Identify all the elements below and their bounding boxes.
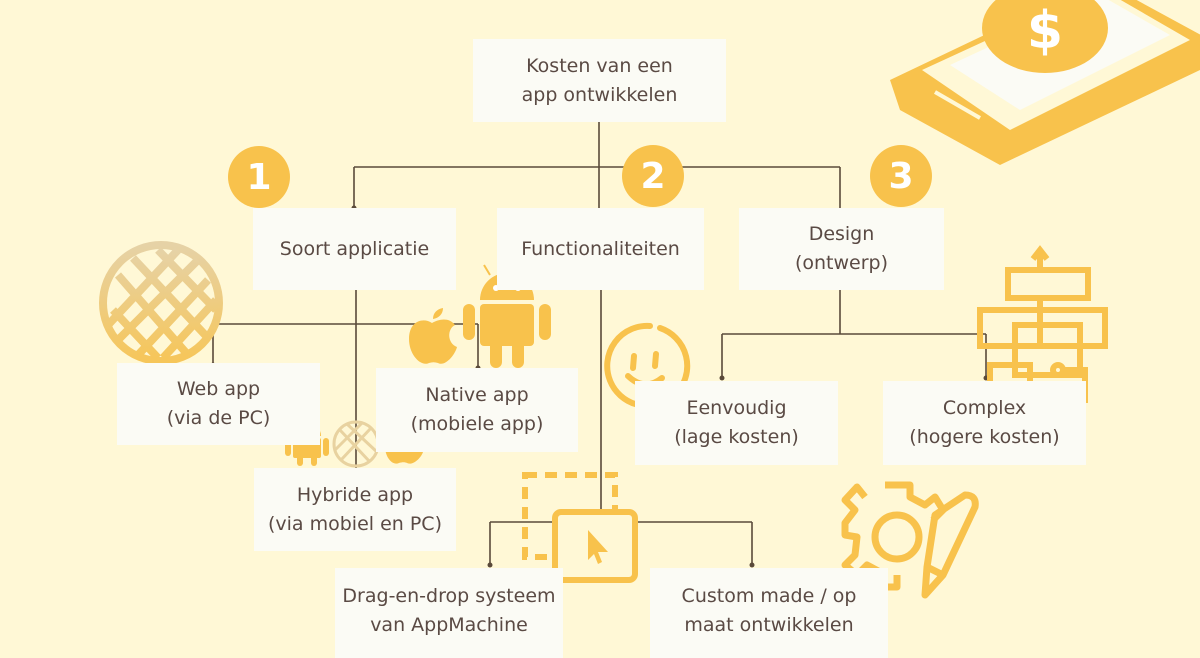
simple-label: Eenvoudig (686, 397, 787, 419)
simple-design-box: Eenvoudig (lage kosten) (635, 381, 838, 465)
category-design: Design (ontwerp) (739, 208, 944, 290)
web-app-sublabel: (via de PC) (166, 407, 271, 429)
globe-icon (99, 241, 223, 365)
complex-design-box: Complex (hogere kosten) (883, 381, 1086, 465)
title-line2: app ontwikkelen (521, 83, 678, 106)
complex-label: Complex (942, 397, 1027, 419)
complex-sublabel: (hogere kosten) (909, 426, 1060, 448)
dragdrop-sublabel: van AppMachine (370, 614, 528, 636)
drag-drop-cursor-icon (522, 472, 638, 583)
badge-number-3: 3 (870, 145, 932, 207)
custom-label: Custom made / op (681, 585, 857, 607)
connector-lines (210, 122, 989, 568)
web-app-label: Web app (176, 378, 261, 400)
badge-number-1: 1 (228, 146, 290, 208)
apple-icon (409, 308, 457, 364)
category-sublabel: (ontwerp) (794, 252, 889, 274)
hybrid-app-label: Hybride app (296, 483, 414, 506)
phone-money-icon: $ (890, 0, 1200, 165)
hybrid-app-sublabel: (via mobiel en PC) (267, 512, 442, 535)
root-title-box: Kosten van een app ontwikkelen (473, 39, 726, 122)
category-label: Soort applicatie (279, 237, 430, 260)
dragdrop-box: Drag-en-drop systeem van AppMachine (335, 568, 563, 658)
custom-made-box: Custom made / op maat ontwikkelen (650, 568, 888, 658)
title-line1: Kosten van een (526, 54, 673, 77)
simple-sublabel: (lage kosten) (674, 426, 799, 448)
web-app-box: Web app (via de PC) (117, 363, 320, 445)
native-app-sublabel: (mobiele app) (410, 413, 544, 435)
dragdrop-label: Drag-en-drop systeem (342, 585, 556, 607)
hybrid-app-box: Hybride app (via mobiel en PC) (254, 468, 456, 551)
native-app-box: Native app (mobiele app) (376, 368, 578, 452)
category-label: Design (808, 223, 875, 245)
category-label: Functionaliteiten (521, 237, 680, 260)
svg-text:$: $ (1027, 1, 1063, 61)
badge-number-2: 2 (622, 145, 684, 207)
category-functionaliteiten: Functionaliteiten (497, 208, 704, 290)
category-soort-applicatie: Soort applicatie (253, 208, 456, 290)
custom-sublabel: maat ontwikkelen (684, 614, 854, 636)
native-app-label: Native app (425, 384, 529, 406)
